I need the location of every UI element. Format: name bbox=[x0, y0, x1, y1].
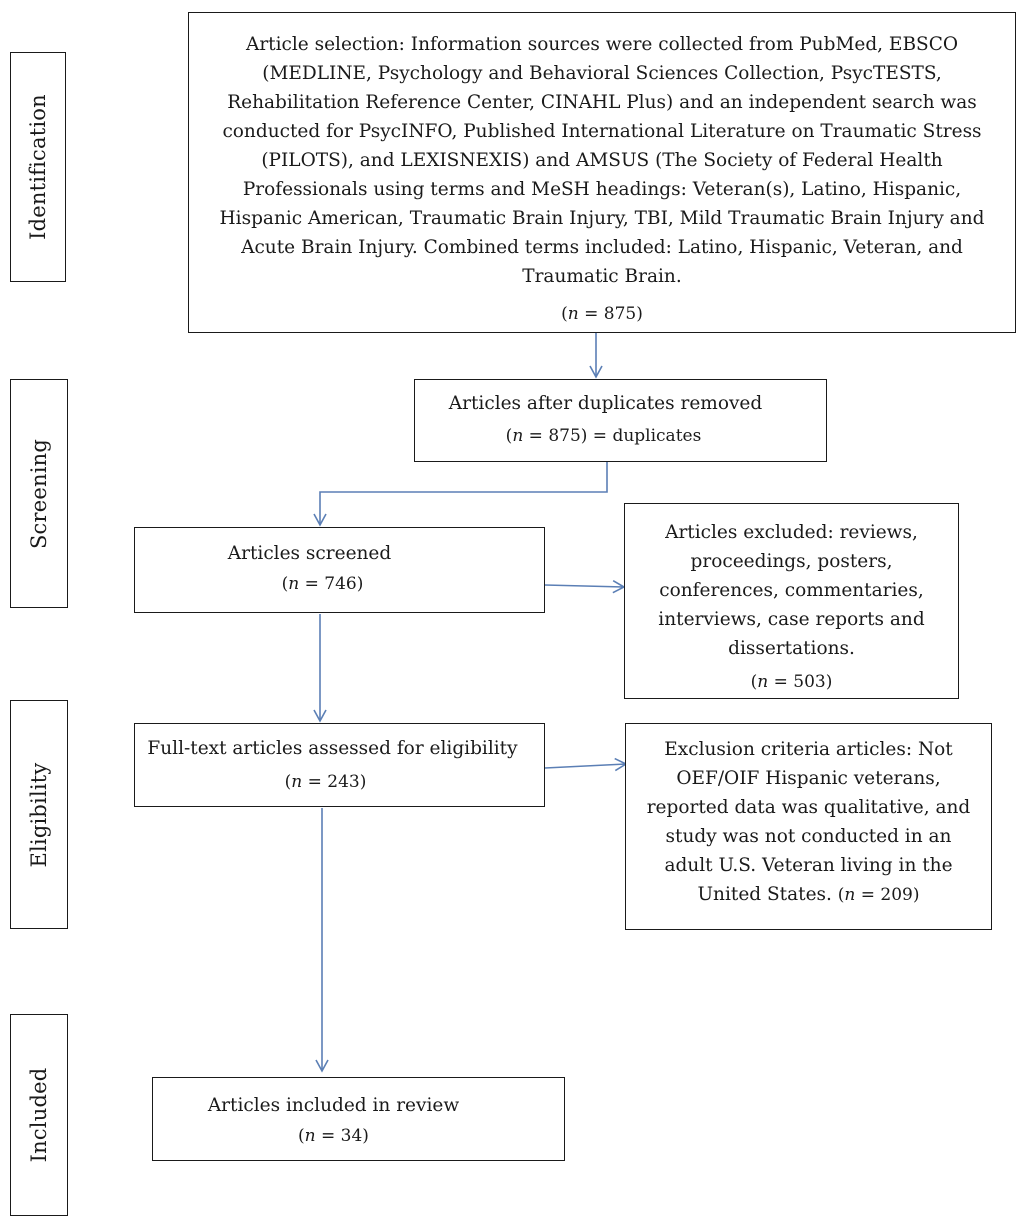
arrow-eligibility-to-exclusion bbox=[544, 757, 628, 772]
identification-box: Article selection: Information sources w… bbox=[188, 12, 1016, 333]
exclusion-criteria-count: (n = 209) bbox=[837, 885, 920, 905]
stage-label-included: Included bbox=[27, 1067, 51, 1163]
exclusion-criteria-text: Exclusion criteria articles: Not OEF/OIF… bbox=[646, 739, 971, 905]
screened-box: Articles screened (n = 746) bbox=[134, 527, 545, 613]
identification-text: Article selection: Information sources w… bbox=[219, 34, 985, 287]
arrow-screened-to-excluded bbox=[544, 580, 626, 594]
duplicates-removed-title: Articles after duplicates removed bbox=[448, 393, 763, 414]
stage-label-screening: Screening bbox=[27, 438, 51, 549]
stage-label-eligibility: Eligibility bbox=[27, 761, 51, 868]
exclusion-criteria-box: Exclusion criteria articles: Not OEF/OIF… bbox=[625, 723, 992, 930]
included-box: Articles included in review (n = 34) bbox=[152, 1077, 565, 1161]
duplicates-removed-box: Articles after duplicates removed (n = 8… bbox=[414, 379, 827, 462]
stage-label-identification: Identification bbox=[26, 94, 50, 240]
eligibility-title: Full-text articles assessed for eligibil… bbox=[147, 738, 518, 759]
stage-identification: Identification bbox=[10, 52, 66, 282]
identification-count: (n = 875) bbox=[561, 304, 643, 324]
included-title: Articles included in review bbox=[207, 1095, 460, 1116]
arrow-duplicates-to-screened bbox=[313, 462, 608, 527]
excluded-screening-count: (n = 503) bbox=[750, 672, 833, 692]
duplicates-removed-count: (n = 875) = duplicates bbox=[505, 426, 702, 446]
screened-count: (n = 746) bbox=[281, 574, 364, 594]
excluded-screening-text: Articles excluded: reviews, proceedings,… bbox=[658, 522, 925, 659]
stage-eligibility: Eligibility bbox=[10, 700, 68, 929]
eligibility-count: (n = 243) bbox=[284, 772, 367, 792]
included-count: (n = 34) bbox=[298, 1126, 369, 1146]
eligibility-box: Full-text articles assessed for eligibil… bbox=[134, 723, 545, 807]
stage-screening: Screening bbox=[10, 379, 68, 608]
screened-title: Articles screened bbox=[227, 543, 392, 564]
excluded-screening-box: Articles excluded: reviews, proceedings,… bbox=[624, 503, 959, 699]
stage-included: Included bbox=[10, 1014, 68, 1216]
